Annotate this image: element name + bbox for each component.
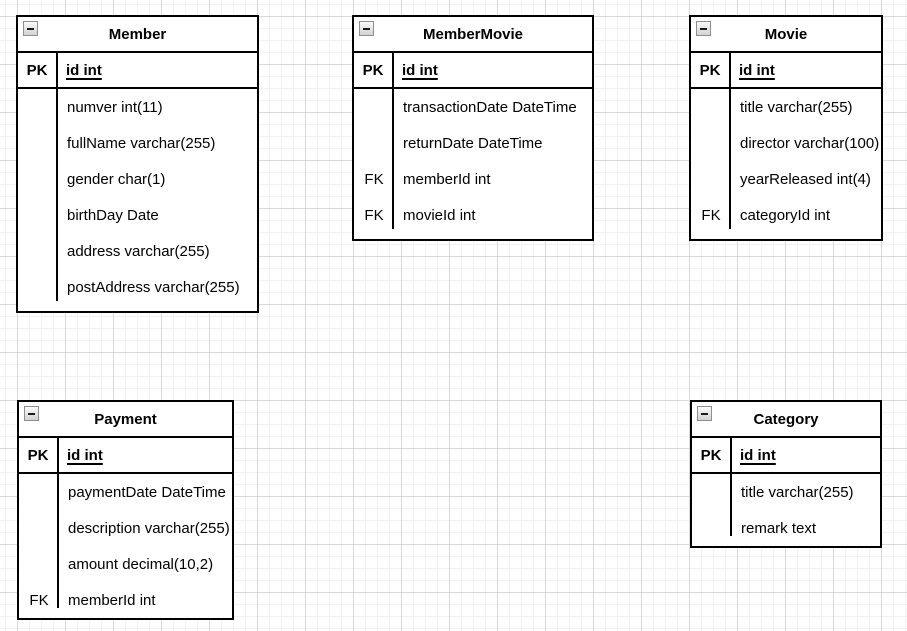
table-titlebar: Member xyxy=(18,17,257,53)
table-row[interactable]: director varchar(100) xyxy=(691,125,881,161)
table-body: transactionDate DateTime returnDate Date… xyxy=(354,89,592,239)
table-row[interactable]: returnDate DateTime xyxy=(354,125,592,161)
table-row[interactable]: birthDay Date xyxy=(18,197,257,233)
pk-field-label: id int xyxy=(740,446,776,464)
table-body: paymentDate DateTime description varchar… xyxy=(19,474,232,618)
field-label: title varchar(255) xyxy=(740,98,853,116)
table-row[interactable]: FK memberId int xyxy=(354,161,592,197)
minus-glyph xyxy=(28,412,35,415)
entity-table-membermovie[interactable]: MemberMovie PK id int transactionDate Da… xyxy=(352,15,594,241)
table-body: title varchar(255) director varchar(100)… xyxy=(691,89,881,239)
column-divider xyxy=(730,474,732,536)
table-row[interactable]: title varchar(255) xyxy=(691,89,881,125)
pk-key-label: PK xyxy=(19,438,59,472)
table-title: Category xyxy=(753,410,819,428)
table-row[interactable]: PK id int xyxy=(19,438,232,474)
field-label: description varchar(255) xyxy=(68,519,230,537)
pk-field-label: id int xyxy=(402,61,438,79)
pk-key-label: PK xyxy=(691,53,731,87)
table-row[interactable]: PK id int xyxy=(691,53,881,89)
pk-key-label: PK xyxy=(354,53,394,87)
table-row[interactable]: transactionDate DateTime xyxy=(354,89,592,125)
minus-glyph xyxy=(363,27,370,30)
table-title: Payment xyxy=(94,410,157,428)
table-row[interactable]: FK memberId int xyxy=(19,582,232,618)
table-row[interactable]: FK movieId int xyxy=(354,197,592,233)
field-label: director varchar(100) xyxy=(740,134,880,152)
field-label: memberId int xyxy=(68,591,156,609)
field-label: fullName varchar(255) xyxy=(67,134,216,152)
column-divider xyxy=(729,89,731,229)
minus-glyph xyxy=(27,27,34,30)
collapse-minus-icon[interactable] xyxy=(697,406,712,421)
table-row[interactable]: PK id int xyxy=(692,438,880,474)
table-titlebar: Payment xyxy=(19,402,232,438)
column-divider xyxy=(56,89,58,301)
key-label: FK xyxy=(364,170,384,188)
table-titlebar: MemberMovie xyxy=(354,17,592,53)
table-row[interactable]: gender char(1) xyxy=(18,161,257,197)
table-title: Member xyxy=(108,25,167,43)
table-title: Movie xyxy=(764,25,808,43)
table-row[interactable]: PK id int xyxy=(18,53,257,89)
table-row[interactable]: remark text xyxy=(692,510,880,546)
entity-table-payment[interactable]: Payment PK id int paymentDate DateTime d… xyxy=(17,400,234,620)
field-label: memberId int xyxy=(403,170,491,188)
minus-glyph xyxy=(701,412,708,415)
column-divider xyxy=(57,474,59,608)
field-label: amount decimal(10,2) xyxy=(68,555,214,573)
pk-field-label: id int xyxy=(739,61,775,79)
table-row[interactable]: postAddress varchar(255) xyxy=(18,269,257,305)
entity-table-member[interactable]: Member PK id int numver int(11) fullName… xyxy=(16,15,259,313)
field-label: birthDay Date xyxy=(67,206,159,224)
collapse-minus-icon[interactable] xyxy=(359,21,374,36)
entity-table-category[interactable]: Category PK id int title varchar(255) re… xyxy=(690,400,882,548)
entity-table-movie[interactable]: Movie PK id int title varchar(255) direc… xyxy=(689,15,883,241)
table-body: numver int(11) fullName varchar(255) gen… xyxy=(18,89,257,311)
table-row[interactable]: FK categoryId int xyxy=(691,197,881,233)
field-label: address varchar(255) xyxy=(67,242,210,260)
column-divider xyxy=(392,89,394,229)
table-titlebar: Movie xyxy=(691,17,881,53)
collapse-minus-icon[interactable] xyxy=(23,21,38,36)
table-row[interactable]: PK id int xyxy=(354,53,592,89)
pk-key-label: PK xyxy=(18,53,58,87)
table-row[interactable]: fullName varchar(255) xyxy=(18,125,257,161)
field-label: transactionDate DateTime xyxy=(403,98,577,116)
table-title: MemberMovie xyxy=(422,25,524,43)
key-label: FK xyxy=(701,206,721,224)
minus-glyph xyxy=(700,27,707,30)
collapse-minus-icon[interactable] xyxy=(696,21,711,36)
field-label: gender char(1) xyxy=(67,170,166,188)
field-label: title varchar(255) xyxy=(741,483,854,501)
table-row[interactable]: yearReleased int(4) xyxy=(691,161,881,197)
field-label: yearReleased int(4) xyxy=(740,170,871,188)
table-row[interactable]: title varchar(255) xyxy=(692,474,880,510)
pk-key-label: PK xyxy=(692,438,732,472)
table-row[interactable]: amount decimal(10,2) xyxy=(19,546,232,582)
table-row[interactable]: address varchar(255) xyxy=(18,233,257,269)
field-label: movieId int xyxy=(403,206,476,224)
table-row[interactable]: paymentDate DateTime xyxy=(19,474,232,510)
field-label: categoryId int xyxy=(740,206,831,224)
table-titlebar: Category xyxy=(692,402,880,438)
key-label: FK xyxy=(364,206,384,224)
field-label: returnDate DateTime xyxy=(403,134,543,152)
pk-field-label: id int xyxy=(66,61,102,79)
key-label: FK xyxy=(29,591,49,609)
collapse-minus-icon[interactable] xyxy=(24,406,39,421)
table-body: title varchar(255) remark text xyxy=(692,474,880,546)
table-row[interactable]: description varchar(255) xyxy=(19,510,232,546)
pk-field-label: id int xyxy=(67,446,103,464)
field-label: paymentDate DateTime xyxy=(68,483,226,501)
field-label: numver int(11) xyxy=(67,98,163,116)
field-label: remark text xyxy=(741,519,817,537)
table-row[interactable]: numver int(11) xyxy=(18,89,257,125)
field-label: postAddress varchar(255) xyxy=(67,278,240,296)
